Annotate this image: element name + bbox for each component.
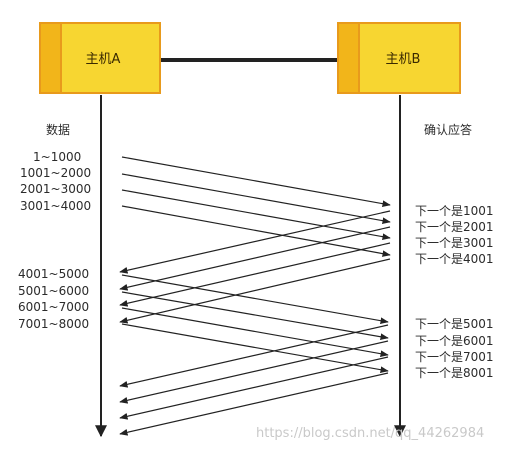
segment-label: 2001~3000 (20, 182, 91, 196)
ack-label: 下一个是7001 (415, 350, 494, 364)
segment-label: 6001~7000 (18, 300, 89, 314)
segment-arrow (121, 156, 391, 207)
ack-labels-batch1: 下一个是1001 下一个是2001 下一个是3001 下一个是4001 (415, 204, 494, 266)
host-b-label: 主机B (386, 52, 421, 67)
segment-label: 7001~8000 (18, 317, 89, 331)
segment-label: 5001~6000 (18, 284, 89, 298)
ack-arrow (119, 226, 391, 291)
ack-arrow (119, 210, 391, 274)
ack-label: 下一个是4001 (415, 252, 494, 266)
segment-label: 3001~4000 (20, 199, 91, 213)
segment-label: 4001~5000 (18, 267, 89, 281)
host-b-box: 主机B (337, 22, 461, 94)
segment-label: 1~1000 (33, 150, 81, 164)
host-a-box: 主机A (39, 22, 161, 94)
ack-label: 下一个是3001 (415, 236, 494, 250)
segment-label: 1001~2000 (20, 166, 91, 180)
watermark-text: https://blog.csdn.net/qq_44262984 (256, 426, 484, 441)
segment-arrow (121, 307, 389, 357)
ack-label: 下一个是1001 (415, 204, 494, 218)
segment-arrow (121, 205, 391, 257)
segment-arrow (121, 274, 389, 324)
ack-arrow (119, 258, 391, 324)
ack-arrows-batch1 (119, 210, 391, 324)
segment-arrow (121, 323, 389, 373)
segment-arrow (121, 291, 389, 341)
ack-arrows-batch2 (119, 324, 389, 436)
ack-label: 下一个是5001 (415, 317, 494, 331)
ack-label: 下一个是8001 (415, 366, 494, 380)
segment-arrow (121, 189, 391, 240)
ack-arrow (119, 324, 389, 388)
ack-arrow (119, 372, 389, 436)
ack-arrow (119, 340, 389, 404)
ack-label: 下一个是2001 (415, 220, 494, 234)
host-a-label: 主机A (86, 52, 121, 67)
receiver-heading: 确认应答 (424, 122, 472, 137)
segment-arrows-batch2 (121, 274, 389, 373)
segment-labels-batch2: 4001~5000 5001~6000 6001~7000 7001~8000 (18, 267, 89, 331)
sender-heading: 数据 (46, 122, 70, 137)
segment-arrows-batch1 (121, 156, 391, 257)
segment-arrow (121, 173, 391, 224)
ack-arrow (119, 242, 391, 307)
ack-arrow (119, 356, 389, 420)
segment-labels-batch1: 1~1000 1001~2000 2001~3000 3001~4000 (20, 150, 91, 213)
ack-label: 下一个是6001 (415, 334, 494, 348)
ack-labels-batch2: 下一个是5001 下一个是6001 下一个是7001 下一个是8001 (415, 317, 494, 380)
